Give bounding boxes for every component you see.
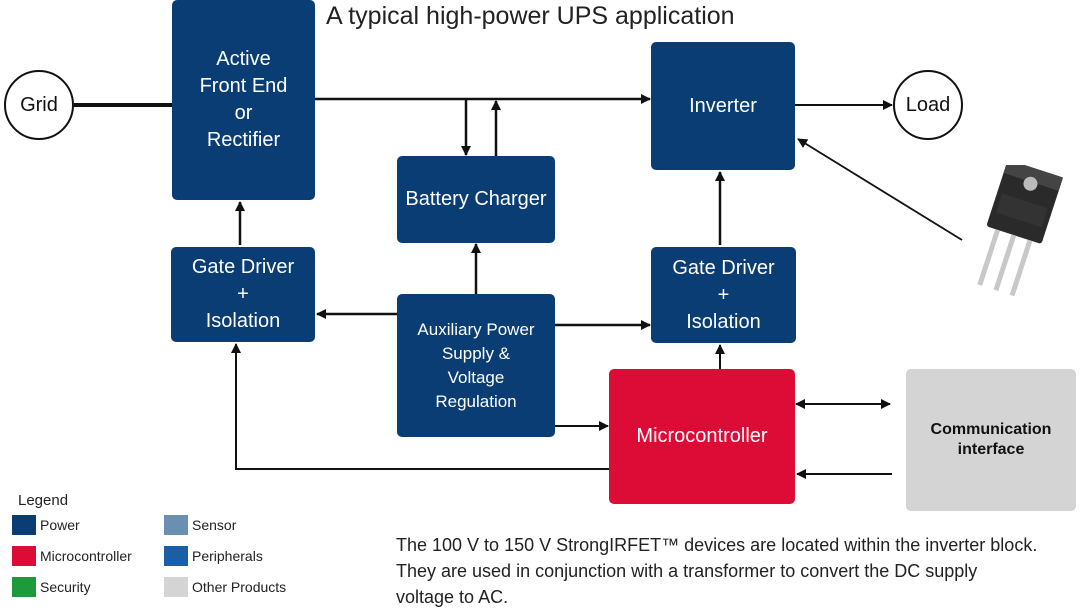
afe-label: Active Front End or Rectifier bbox=[199, 48, 288, 151]
grid-label: Grid bbox=[20, 93, 58, 116]
microcontroller-block: Microcontroller bbox=[609, 369, 795, 504]
legend-swatch bbox=[12, 577, 36, 597]
wire-mcu-gdl bbox=[231, 343, 609, 470]
legend-swatch bbox=[12, 515, 36, 535]
legend-title: Legend bbox=[18, 492, 69, 509]
wire-device-inverter bbox=[797, 138, 963, 241]
inverter-label: Inverter bbox=[689, 94, 757, 117]
communication-interface-label: Communication interface bbox=[930, 421, 1052, 458]
gate-driver-left-label: Gate Driver + Isolation bbox=[191, 256, 295, 332]
legend-item-sensor: Sensor bbox=[164, 515, 236, 535]
grid-node: Grid bbox=[4, 70, 74, 140]
load-label: Load bbox=[905, 93, 951, 116]
legend-item-security: Security bbox=[12, 577, 91, 597]
legend-item-other-products: Other Products bbox=[164, 577, 286, 597]
legend-item-power: Power bbox=[12, 515, 80, 535]
battery-charger-block: Battery Charger bbox=[397, 156, 555, 243]
gate-driver-right-block: Gate Driver + Isolation bbox=[651, 247, 796, 343]
legend-label: Security bbox=[40, 579, 91, 595]
gate-driver-right-label: Gate Driver + Isolation bbox=[672, 256, 775, 333]
communication-interface-block: Communication interface bbox=[906, 369, 1076, 511]
gate-driver-left-block: Gate Driver + Isolation bbox=[171, 247, 315, 342]
legend-swatch bbox=[164, 546, 188, 566]
power-transistor-image bbox=[977, 165, 1064, 297]
description-note: The 100 V to 150 V StrongIRFET™ devices … bbox=[396, 535, 1038, 607]
aux-power-block: Auxiliary Power Supply & Voltage Regulat… bbox=[397, 294, 555, 437]
legend-label: Other Products bbox=[192, 579, 287, 595]
afe-block: Active Front End or Rectifier bbox=[172, 0, 315, 200]
battery-charger-label: Battery Charger bbox=[405, 188, 547, 210]
diagram-title: A typical high-power UPS application bbox=[326, 2, 735, 30]
microcontroller-label: Microcontroller bbox=[636, 425, 768, 447]
legend-item-microcontroller: Microcontroller bbox=[12, 546, 132, 566]
legend-label: Power bbox=[40, 517, 80, 533]
legend-swatch bbox=[12, 546, 36, 566]
legend-swatch bbox=[164, 515, 188, 535]
inverter-block: Inverter bbox=[651, 42, 795, 170]
load-node: Load bbox=[893, 70, 963, 140]
legend-item-peripherals: Peripherals bbox=[164, 546, 263, 566]
legend-label: Peripherals bbox=[192, 548, 263, 564]
legend-label: Sensor bbox=[192, 517, 237, 533]
aux-power-label: Auxiliary Power Supply & Voltage Regulat… bbox=[417, 319, 535, 411]
legend-label: Microcontroller bbox=[40, 548, 132, 564]
legend-swatch bbox=[164, 577, 188, 597]
